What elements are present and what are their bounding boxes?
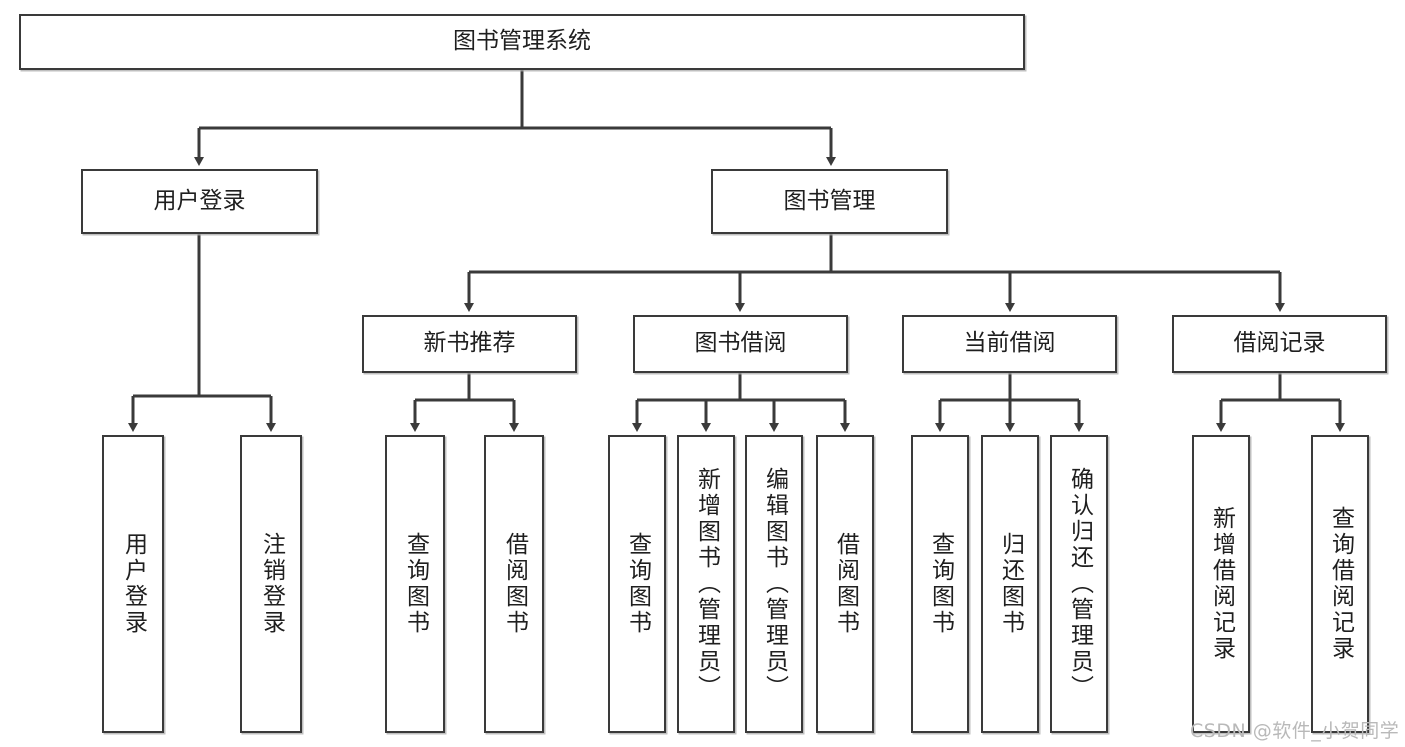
node-new-book-recommend[interactable]: 新书推荐 [362, 315, 577, 373]
leaf-current-borrow-confirm-return[interactable]: 确认归还（管理员） [1050, 435, 1108, 733]
node-label: 借阅图书 [832, 532, 859, 636]
leaf-book-borrow-edit[interactable]: 编辑图书（管理员） [745, 435, 803, 733]
leaf-user-login-login[interactable]: 用户登录 [102, 435, 164, 733]
node-user-login[interactable]: 用户登录 [81, 169, 318, 234]
node-book-management[interactable]: 图书管理 [711, 169, 948, 234]
leaf-borrow-record-add[interactable]: 新增借阅记录 [1192, 435, 1250, 733]
node-label: 用户登录 [153, 187, 246, 214]
node-label: 图书管理 [783, 187, 876, 214]
node-root-system[interactable]: 图书管理系统 [19, 14, 1025, 70]
node-label: 图书借阅 [694, 330, 787, 357]
node-label: 新增借阅记录 [1208, 506, 1235, 662]
csdn-watermark: CSDN @软件_小贺同学 [1190, 720, 1400, 742]
leaf-current-borrow-query[interactable]: 查询图书 [911, 435, 969, 733]
node-label: 查询图书 [402, 532, 429, 636]
leaf-book-borrow-add[interactable]: 新增图书（管理员） [677, 435, 735, 733]
node-label: 新增图书（管理员） [693, 467, 720, 701]
node-label: 查询图书 [624, 532, 651, 636]
leaf-new-book-query[interactable]: 查询图书 [385, 435, 445, 733]
node-label: 归还图书 [997, 532, 1024, 636]
node-label: 编辑图书（管理员） [761, 467, 788, 701]
node-label: 当前借阅 [963, 330, 1056, 357]
node-label: 借阅记录 [1233, 330, 1326, 357]
node-label: 查询图书 [927, 532, 954, 636]
node-label: 注销登录 [258, 532, 285, 636]
node-borrow-record[interactable]: 借阅记录 [1172, 315, 1387, 373]
node-label: 新书推荐 [423, 330, 516, 357]
leaf-new-book-borrow[interactable]: 借阅图书 [484, 435, 544, 733]
leaf-book-borrow-query[interactable]: 查询图书 [608, 435, 666, 733]
node-label: 借阅图书 [501, 532, 528, 636]
node-book-borrow[interactable]: 图书借阅 [633, 315, 848, 373]
node-label: 用户登录 [120, 532, 147, 636]
node-current-borrow[interactable]: 当前借阅 [902, 315, 1117, 373]
node-label: 查询借阅记录 [1327, 506, 1354, 662]
leaf-current-borrow-return[interactable]: 归还图书 [981, 435, 1039, 733]
leaf-book-borrow-borrow[interactable]: 借阅图书 [816, 435, 874, 733]
node-label: 图书管理系统 [453, 28, 591, 55]
leaf-borrow-record-query[interactable]: 查询借阅记录 [1311, 435, 1369, 733]
node-label: 确认归还（管理员） [1066, 467, 1093, 701]
leaf-user-login-logout[interactable]: 注销登录 [240, 435, 302, 733]
